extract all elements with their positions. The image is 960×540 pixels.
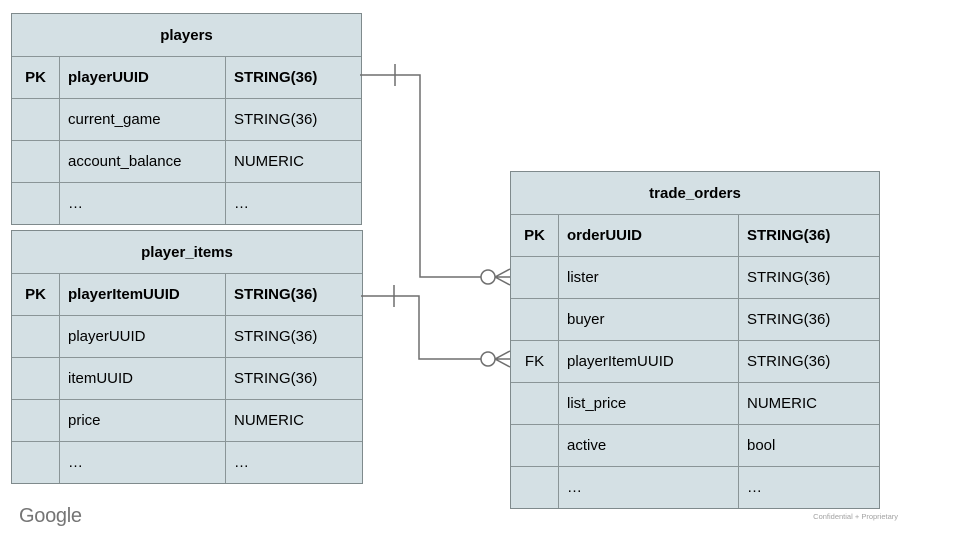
- row-type: NUMERIC: [225, 400, 362, 441]
- row-type: STRING(36): [225, 316, 362, 357]
- table-row: active bool: [511, 424, 879, 466]
- row-type: NUMERIC: [225, 141, 361, 182]
- table-row: account_balance NUMERIC: [12, 140, 361, 182]
- row-name: current_game: [59, 99, 225, 140]
- row-type: STRING(36): [738, 299, 879, 340]
- table-row: current_game STRING(36): [12, 98, 361, 140]
- row-name: …: [59, 183, 225, 224]
- google-logo: Google: [19, 505, 82, 527]
- row-name: price: [59, 400, 225, 441]
- row-name: …: [59, 442, 225, 483]
- row-key: [511, 257, 558, 298]
- table-row: … …: [12, 441, 362, 483]
- row-type: STRING(36): [738, 341, 879, 382]
- table-row: PK orderUUID STRING(36): [511, 214, 879, 256]
- row-key: FK: [524, 353, 545, 370]
- entity-table-player-items: player_items PK playerItemUUID STRING(36…: [11, 230, 363, 484]
- connector-player-items-to-trade-orders: [361, 285, 511, 368]
- row-name: list_price: [558, 383, 738, 424]
- table-row: … …: [12, 182, 361, 224]
- table-title: players: [160, 26, 213, 44]
- zero-cardinality-circle-icon: [480, 351, 496, 367]
- table-row: … …: [511, 466, 879, 508]
- table-row: buyer STRING(36): [511, 298, 879, 340]
- row-key: [12, 183, 59, 224]
- table-row: playerUUID STRING(36): [12, 315, 362, 357]
- row-key: [12, 400, 59, 441]
- connector-players-to-trade-orders: [360, 64, 511, 286]
- row-name: active: [558, 425, 738, 466]
- row-type: bool: [738, 425, 879, 466]
- row-key: [12, 99, 59, 140]
- table-row: list_price NUMERIC: [511, 382, 879, 424]
- row-type: …: [225, 442, 362, 483]
- row-key: [12, 358, 59, 399]
- row-type: STRING(36): [738, 215, 879, 256]
- row-key: [511, 467, 558, 508]
- row-type: …: [225, 183, 361, 224]
- crow-foot-icon: [494, 268, 511, 286]
- connector-line: [361, 295, 481, 360]
- row-key: [12, 442, 59, 483]
- table-row: lister STRING(36): [511, 256, 879, 298]
- row-name: lister: [558, 257, 738, 298]
- row-name: playerItemUUID: [558, 341, 738, 382]
- row-type: STRING(36): [225, 358, 362, 399]
- row-name: playerUUID: [59, 316, 225, 357]
- entity-table-trade-orders: trade_orders PK orderUUID STRING(36) lis…: [510, 171, 880, 509]
- table-title: player_items: [141, 243, 233, 261]
- row-type: STRING(36): [225, 274, 362, 315]
- row-name: playerUUID: [59, 57, 225, 98]
- row-type: STRING(36): [738, 257, 879, 298]
- table-row: PK playerUUID STRING(36): [12, 56, 361, 98]
- entity-table-players: players PK playerUUID STRING(36) current…: [11, 13, 362, 225]
- row-name: buyer: [558, 299, 738, 340]
- row-key: PK: [524, 227, 545, 244]
- row-key: [511, 383, 558, 424]
- row-key: PK: [25, 69, 46, 86]
- row-name: orderUUID: [558, 215, 738, 256]
- row-type: STRING(36): [225, 57, 361, 98]
- row-type: NUMERIC: [738, 383, 879, 424]
- row-key: [511, 425, 558, 466]
- row-key: [12, 141, 59, 182]
- zero-cardinality-circle-icon: [480, 269, 496, 285]
- crow-foot-icon: [494, 350, 511, 368]
- table-title: trade_orders: [649, 184, 741, 202]
- row-key: PK: [25, 286, 46, 303]
- row-key: [12, 316, 59, 357]
- row-type: …: [738, 467, 879, 508]
- row-type: STRING(36): [225, 99, 361, 140]
- row-name: …: [558, 467, 738, 508]
- table-row: FK playerItemUUID STRING(36): [511, 340, 879, 382]
- row-name: playerItemUUID: [59, 274, 225, 315]
- table-row: PK playerItemUUID STRING(36): [12, 273, 362, 315]
- row-key: [511, 299, 558, 340]
- confidential-note: Confidential + Proprietary: [813, 512, 898, 521]
- row-name: account_balance: [59, 141, 225, 182]
- connector-line: [360, 74, 481, 278]
- table-row: itemUUID STRING(36): [12, 357, 362, 399]
- row-name: itemUUID: [59, 358, 225, 399]
- table-row: price NUMERIC: [12, 399, 362, 441]
